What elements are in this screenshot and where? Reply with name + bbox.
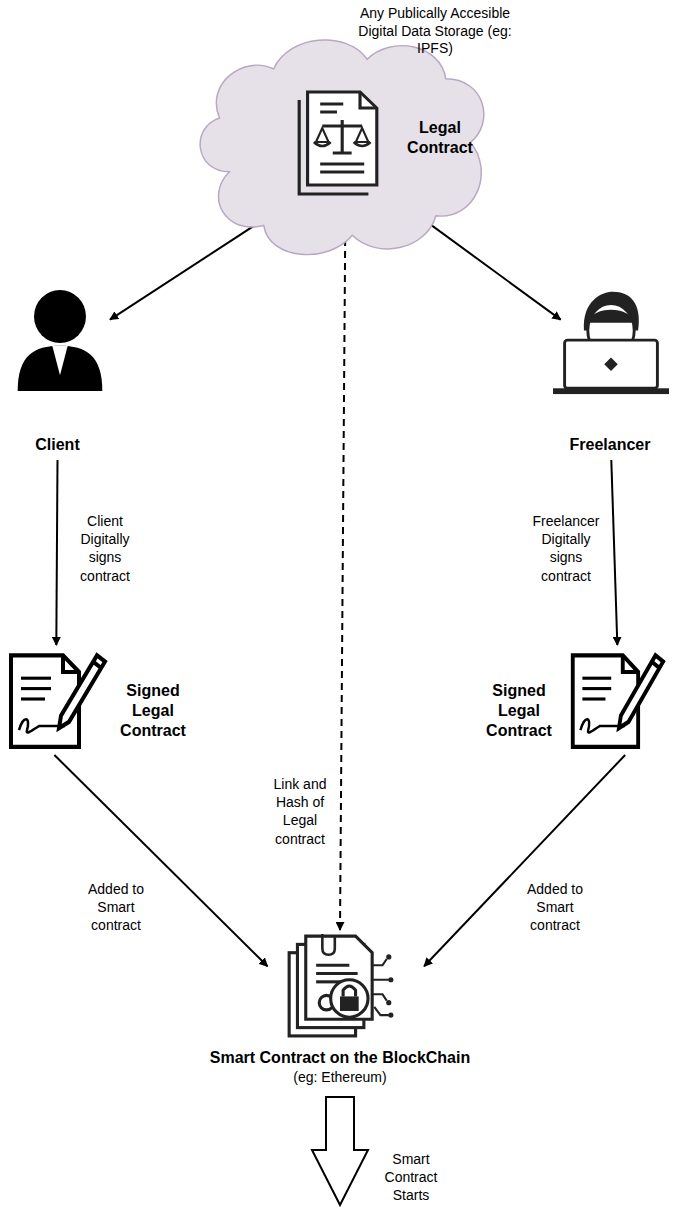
edge-label: Link and Hash of Legal contract (264, 775, 336, 848)
arrow-connector (56, 460, 57, 645)
edge-label: Added to Smart contract (517, 880, 593, 935)
signed-contract: Signed Legal Contract (5, 645, 195, 755)
free-icon (553, 288, 669, 396)
freelancer-figure: Freelancer (545, 280, 675, 460)
client-icon (10, 285, 110, 393)
legal-icon (295, 90, 381, 198)
edge-label: Added to Smart contract (78, 880, 154, 935)
dashed-connector (340, 210, 345, 930)
node-label: Signed Legal Contract (475, 681, 563, 741)
node-label: Freelancer (545, 435, 675, 455)
client-figure: Client (5, 280, 110, 460)
arrow-connector (424, 755, 625, 966)
node-subtitle: (eg: Ethereum) (195, 1069, 485, 1087)
arrow-connector (611, 460, 617, 645)
smart-contract: Smart Contract on the BlockChain(eg: Eth… (195, 930, 485, 1095)
storage-title: Any Publically Accesible Digital Data St… (340, 5, 530, 58)
node-label: Legal Contract (400, 118, 480, 158)
edge-label: Client Digitally signs contract (70, 512, 140, 585)
signed-icon (567, 647, 667, 751)
edge-label: Freelancer Digitally signs contract (526, 512, 606, 585)
node-label: Client (5, 435, 110, 455)
legal-contract: Legal Contract (295, 90, 475, 210)
node-label: Smart Contract on the BlockChain (195, 1048, 485, 1068)
start-arrow (312, 1097, 368, 1205)
arrow-connector (54, 755, 267, 966)
node-label: Signed Legal Contract (113, 681, 193, 741)
signed-icon (5, 647, 109, 751)
signed-contract: Signed Legal Contract (475, 645, 670, 755)
start-label: Smart Contract Starts (376, 1150, 446, 1205)
cloud-storage: Any Publically Accesible Digital Data St… (190, 5, 495, 250)
smart-icon (285, 934, 395, 1038)
